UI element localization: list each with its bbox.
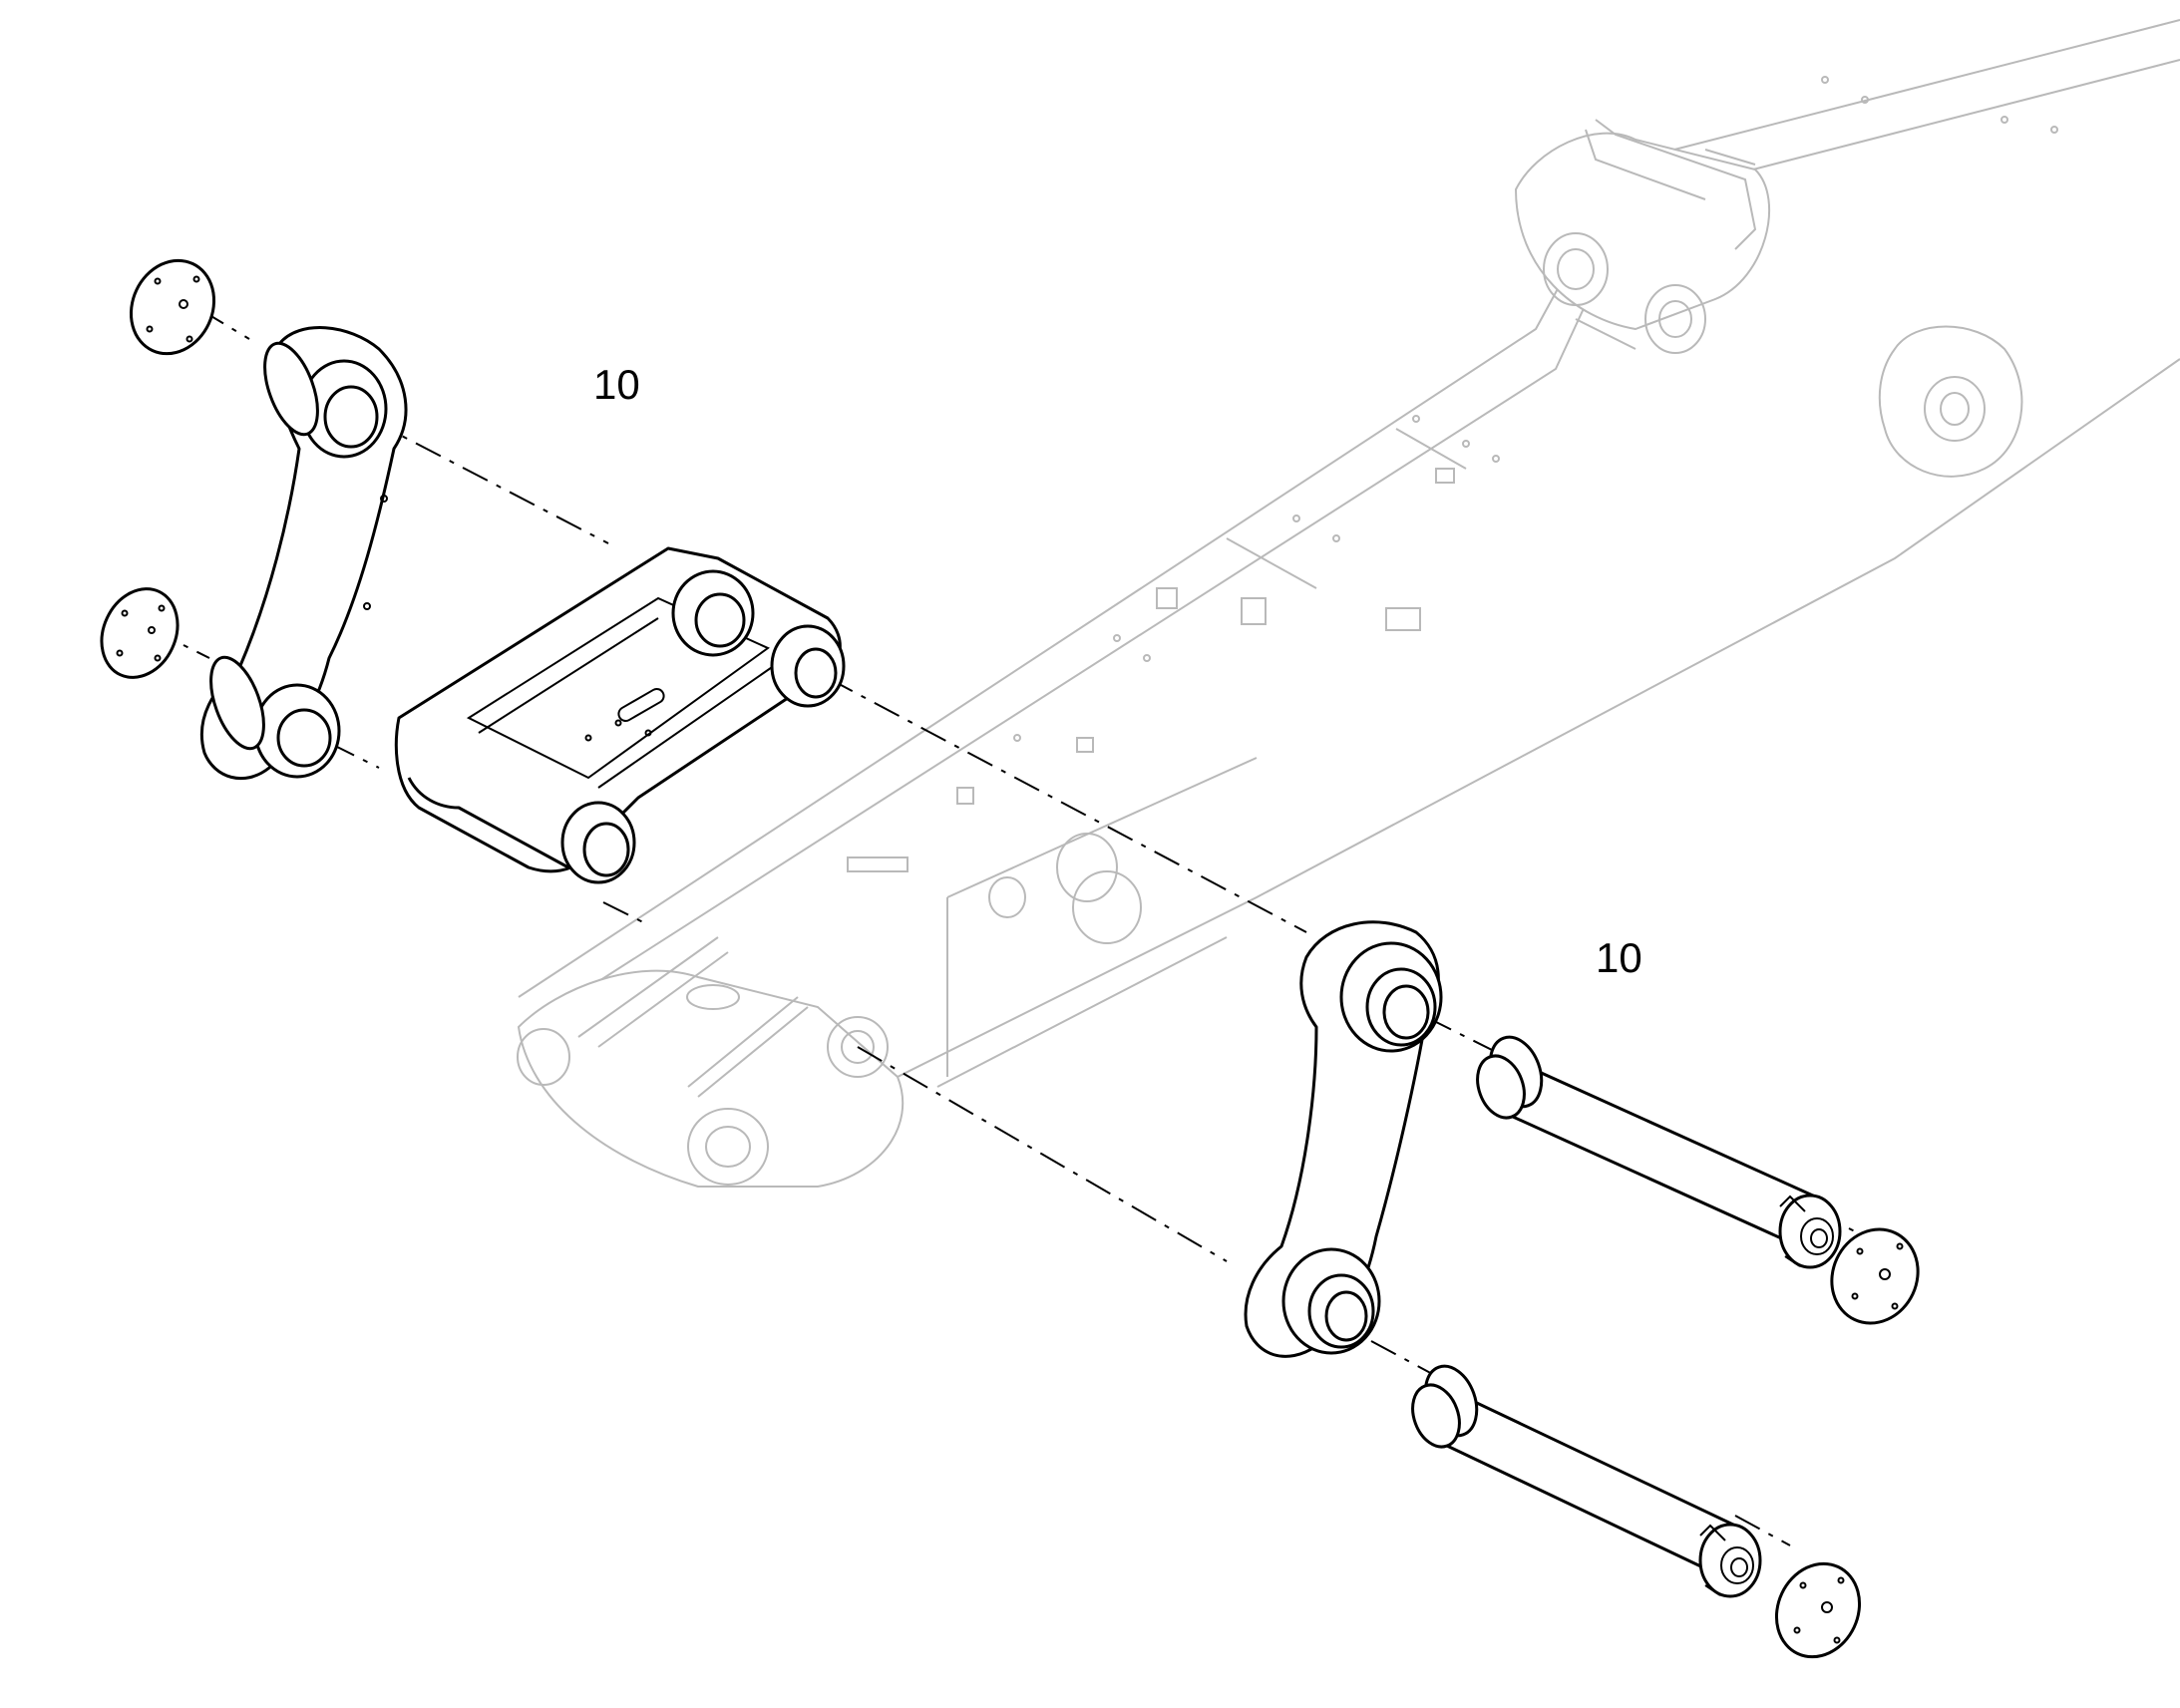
cap-plate-right-lower <box>1774 1561 1862 1659</box>
cap-plate-lower-left <box>100 587 180 679</box>
pin-lower <box>1411 1364 1762 1598</box>
cap-plate-right-upper <box>1830 1227 1920 1325</box>
pin-upper <box>1476 1035 1842 1269</box>
dipper-arm-background <box>517 19 2180 1188</box>
assembly-centerlines <box>149 308 1856 1546</box>
link-right <box>1244 920 1443 1358</box>
coupler-block <box>394 546 846 884</box>
cap-plate-upper-left <box>129 258 216 356</box>
link-left <box>199 326 408 781</box>
callout-lower: 10 <box>1596 934 1642 981</box>
callout-upper: 10 <box>593 361 640 408</box>
